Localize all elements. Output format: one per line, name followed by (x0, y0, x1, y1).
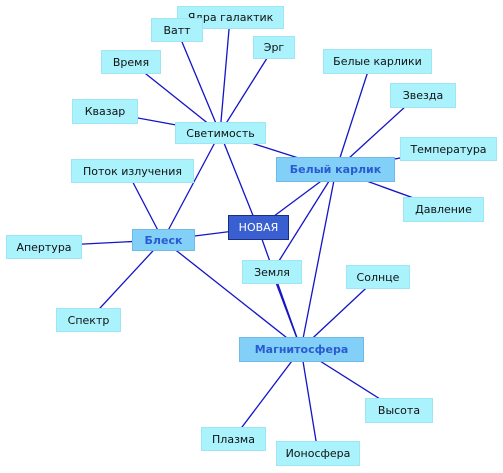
link-magnitosfera-plazma (232, 348, 302, 440)
link-belyi-magnitosfera (300, 169, 337, 350)
node-temperatura[interactable]: Температура (400, 137, 497, 161)
link-blesk-spektr (88, 239, 164, 321)
link-belyi-belye-karliki (335, 61, 372, 171)
link-svetimost-yadra (219, 17, 231, 134)
node-vatt[interactable]: Ватт (151, 18, 203, 42)
node-apertura[interactable]: Апертура (6, 235, 82, 259)
link-magnitosfera-zemlya (271, 271, 302, 350)
center-node[interactable]: НОВАЯ (228, 215, 289, 240)
node-magnitosfera[interactable]: Магнитосфера (239, 337, 364, 362)
node-solnce[interactable]: Солнце (346, 265, 410, 289)
link-magnitosfera-ionosfera (300, 348, 319, 454)
link-belyi-zemlya (271, 169, 337, 273)
node-belyi-karlik[interactable]: Белый карлик (276, 157, 395, 182)
node-svetimost[interactable]: Светимость (175, 122, 266, 144)
node-plazma[interactable]: Плазма (201, 427, 266, 451)
link-svetimost-vatt (176, 29, 221, 134)
node-yadra-galaktik[interactable]: Ядра галактик (177, 6, 284, 29)
node-potok-izlucheniya[interactable]: Поток излучения (71, 159, 194, 183)
node-zemlya[interactable]: Земля (242, 260, 302, 284)
link-blesk-magnitosfera (162, 239, 302, 350)
node-blesk[interactable]: Блеск (132, 229, 195, 251)
node-belye-karliki[interactable]: Белые карлики (323, 49, 432, 74)
node-zvezda[interactable]: Звезда (390, 83, 456, 108)
node-vysota[interactable]: Высота (365, 398, 433, 423)
node-ionosfera[interactable]: Ионосфера (276, 441, 360, 466)
node-erg[interactable]: Эрг (253, 36, 295, 59)
link-svetimost-blesk (162, 132, 221, 241)
node-davlenie[interactable]: Давление (403, 197, 484, 222)
link-center-svetimost (219, 132, 259, 229)
node-spektr[interactable]: Спектр (56, 308, 121, 332)
link-svetimost-erg (219, 46, 275, 134)
node-kvazar[interactable]: Квазар (72, 99, 138, 124)
node-vremya[interactable]: Время (101, 50, 161, 74)
